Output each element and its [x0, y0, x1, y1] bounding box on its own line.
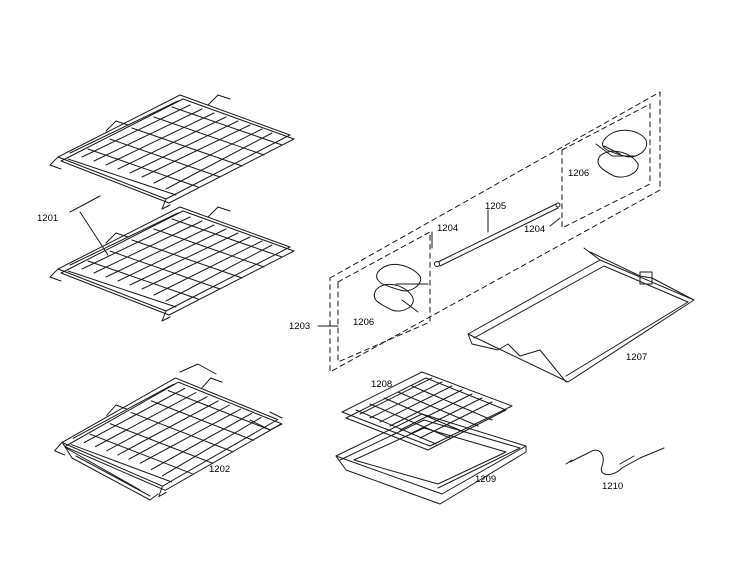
- broil-pan: [335, 413, 527, 505]
- label-broil-pan: 1209: [475, 474, 497, 485]
- label-spit-rod: 1205: [485, 201, 507, 212]
- rotisserie-frame: [467, 247, 695, 383]
- spit-rod: [434, 202, 561, 267]
- rack-lower: [49, 206, 295, 322]
- label-fork-lower: 1206: [353, 317, 375, 328]
- leader-1204-lower: [549, 217, 561, 227]
- fork-upper: [595, 129, 648, 178]
- label-probe: 1210: [602, 481, 624, 492]
- label-rotisserie-frame: 1207: [626, 352, 648, 363]
- label-rotisserie-kit: 1203: [289, 321, 311, 332]
- label-telescopic-rack: 1202: [209, 464, 231, 475]
- fork-lower: [373, 263, 429, 313]
- probe: [565, 447, 665, 475]
- leader-1201: [69, 195, 109, 256]
- rotisserie-kit-outline: [329, 91, 661, 373]
- label-fork-upper: 1206: [568, 168, 590, 179]
- label-broil-grid: 1208: [371, 379, 393, 390]
- telescopic-rack: [54, 363, 283, 501]
- label-spit-support-upper: 1204: [437, 223, 459, 234]
- label-spit-support-lower: 1204: [524, 224, 546, 235]
- rack-upper: [49, 94, 295, 210]
- label-rack-pair: 1201: [37, 213, 59, 224]
